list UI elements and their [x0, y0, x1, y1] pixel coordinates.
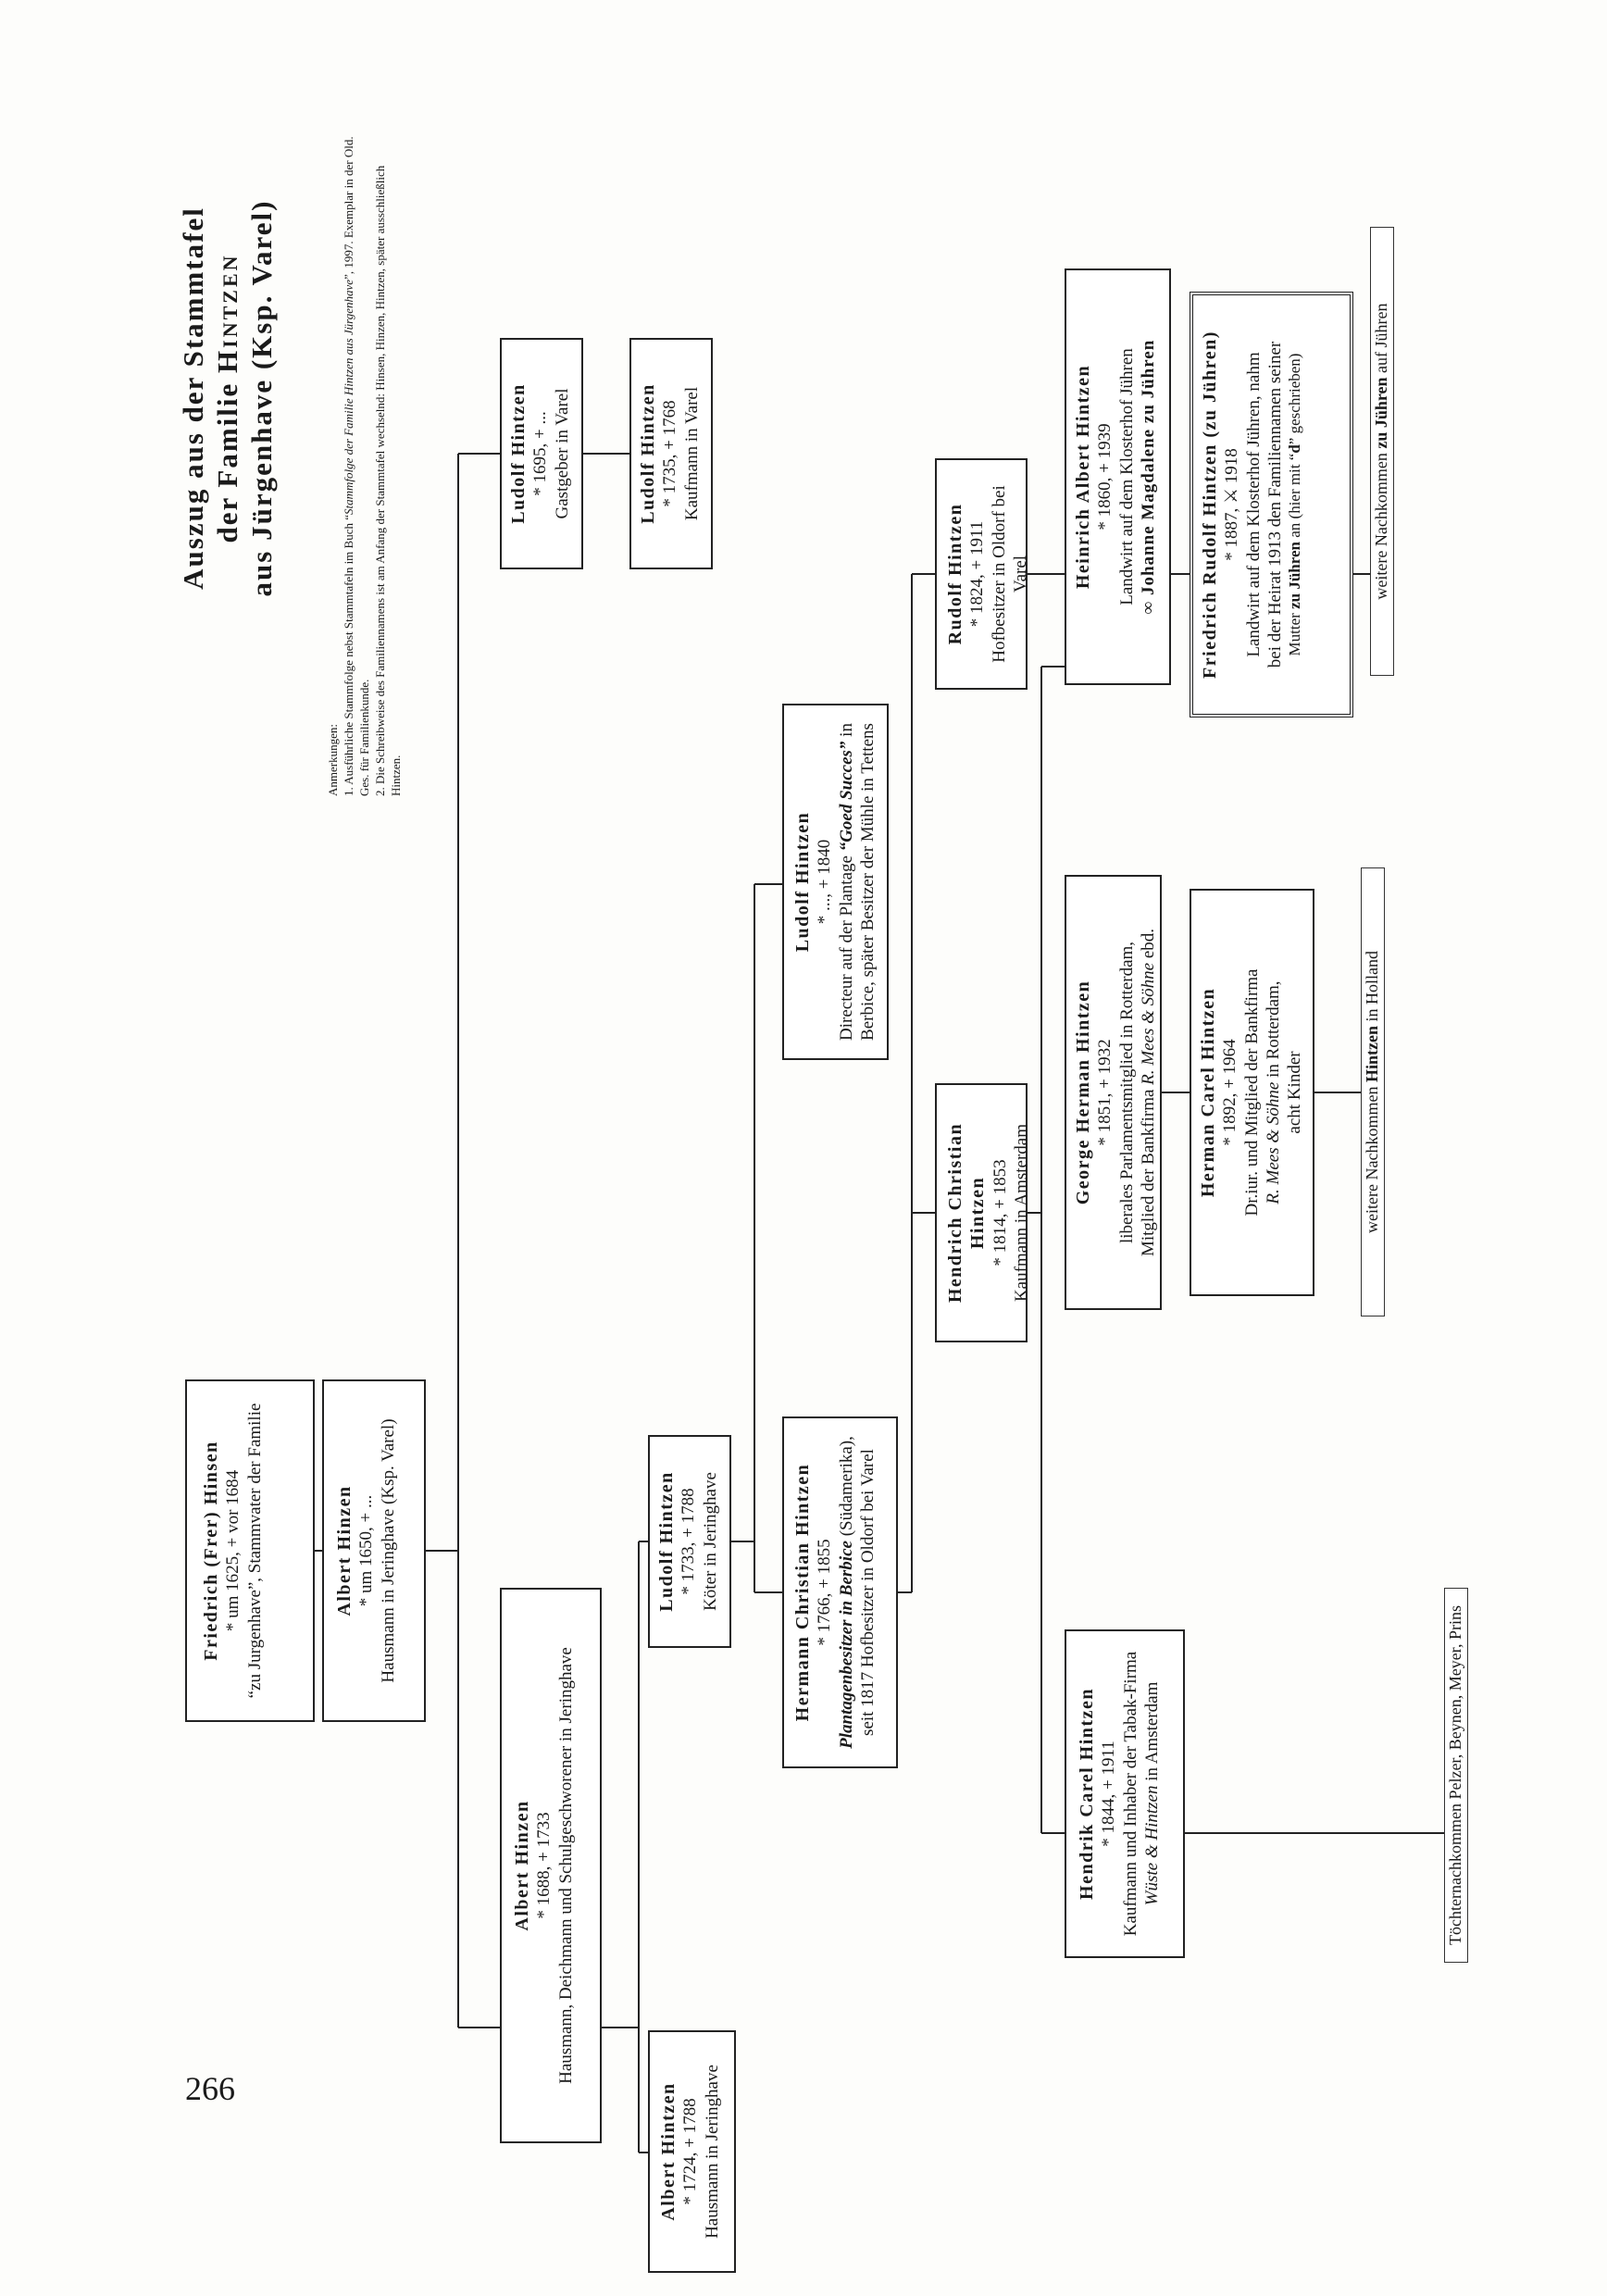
- person-rudolf-hintzen: Rudolf Hintzen * 1824, + 1911 Hofbesitze…: [935, 458, 1028, 690]
- person-hermann-christian-hintzen: Hermann Christian Hintzen * 1766, + 1855…: [782, 1416, 898, 1768]
- page-number: 266: [185, 2070, 235, 2107]
- person-george-herman-hintzen: George Herman Hintzen * 1851, + 1932 lib…: [1065, 875, 1162, 1310]
- remark-1: 1. Ausführliche Stammfolge nebst Stammta…: [341, 136, 371, 796]
- person-friedrich-frer-hinsen: Friedrich (Frer) Hinsen * um 1625, + vor…: [185, 1379, 315, 1722]
- person-ludolf-hintzen-1735: Ludolf Hintzen * 1735, + 1768 Kaufmann i…: [629, 338, 713, 569]
- title-line-1: Auszug aus der Stammtafel: [177, 206, 209, 590]
- person-herman-carel-hintzen: Herman Carel Hintzen * 1892, + 1964 Dr.i…: [1190, 889, 1314, 1296]
- person-heinrich-albert-hintzen: Heinrich Albert Hintzen * 1860, + 1939 L…: [1065, 268, 1171, 685]
- person-ludolf-hintzen-1695: Ludolf Hintzen * 1695, + ... Gastgeber i…: [500, 338, 583, 569]
- note-descendants-holland: weitere Nachkommen Hintzen in Holland: [1361, 867, 1385, 1316]
- remarks-heading: Anmerkungen:: [326, 724, 340, 796]
- note-descendants-juehren: weitere Nachkommen zu Jühren auf Jühren: [1370, 227, 1394, 676]
- person-albert-hinzen-1688: Albert Hinzen * 1688, + 1733 Hausmann, D…: [500, 1588, 602, 2143]
- page-title: Auszug aus der Stammtafel der Familie Hi…: [176, 148, 280, 648]
- person-friedrich-rudolf-hintzen: Friedrich Rudolf Hintzen (zu Jühren) * 1…: [1190, 292, 1353, 718]
- person-hendrik-carel-hintzen: Hendrik Carel Hintzen * 1844, + 1911 Kau…: [1065, 1629, 1185, 1958]
- person-ludolf-hintzen-1840: Ludolf Hintzen * ..., + 1840 Directeur a…: [782, 704, 889, 1060]
- remarks: Anmerkungen: 1. Ausführliche Stammfolge …: [326, 130, 404, 796]
- person-albert-hintzen-1724: Albert Hintzen * 1724, + 1788 Hausmann i…: [648, 2030, 736, 2273]
- title-line-3: aus Jürgenhave (Ksp. Varel): [245, 199, 279, 597]
- title-line-2-prefix: der Familie: [211, 372, 244, 543]
- note-daughter-descendants: Töchternachkommen Pelzer, Beynen, Meyer,…: [1444, 1588, 1468, 1963]
- person-ludolf-hintzen-1733: Ludolf Hintzen * 1733, + 1788 Köter in J…: [648, 1435, 731, 1648]
- person-albert-hinzen-1650: Albert Hinzen * um 1650, + ... Hausmann …: [322, 1379, 426, 1722]
- remark-2: 2. Die Schreibweise des Familiennamens i…: [372, 165, 403, 796]
- person-hendrich-christian-hintzen: Hendrich Christian Hintzen * 1814, + 185…: [935, 1083, 1028, 1342]
- title-family-name: Hintzen: [211, 253, 244, 373]
